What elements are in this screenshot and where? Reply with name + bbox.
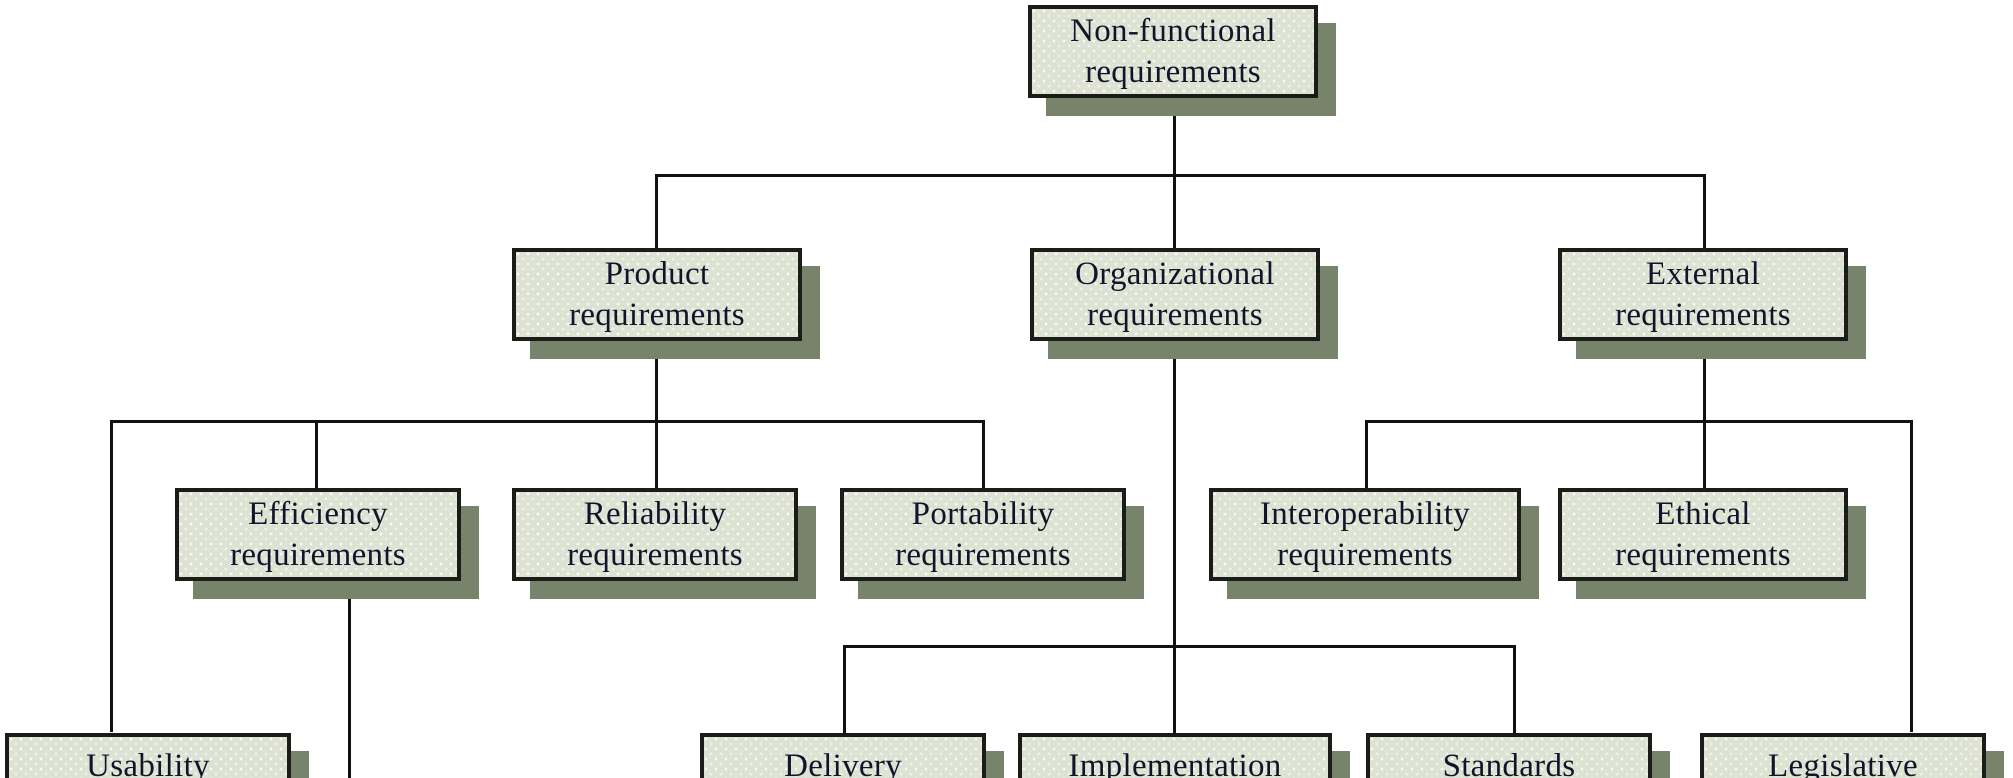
node-face: Ethical requirements [1558, 488, 1848, 581]
node-legislative-requirements[interactable]: Legislative [1700, 733, 2004, 778]
node-face: Usability [5, 733, 291, 778]
node-face: Interoperability requirements [1209, 488, 1521, 581]
node-label-line1: Non-functional [1070, 13, 1276, 50]
node-label-line1: Portability [911, 496, 1055, 533]
node-label-line1: Ethical [1655, 496, 1751, 533]
node-interoperability-requirements[interactable]: Interoperability requirements [1209, 488, 1539, 599]
edge-product-stem [655, 348, 658, 423]
node-label-line1: External [1645, 256, 1761, 293]
node-product-requirements[interactable]: Product requirements [512, 248, 820, 359]
node-label-line1: Usability [86, 748, 210, 778]
node-label-line2: requirements [1277, 536, 1453, 573]
node-external-requirements[interactable]: External requirements [1558, 248, 1866, 359]
node-implementation-requirements[interactable]: Implementation [1018, 733, 1350, 778]
edge-root-stem [1173, 98, 1176, 174]
node-label-line2: requirements [1087, 296, 1263, 333]
node-label-line2: requirements [1615, 296, 1791, 333]
node-organizational-requirements[interactable]: Organizational requirements [1030, 248, 1338, 359]
edge-level3-right-bus [1365, 420, 1913, 423]
edge-level3-left-bus [110, 420, 985, 423]
edge-to-portability [982, 420, 985, 488]
node-label-line2: requirements [895, 536, 1071, 573]
node-label-line2: requirements [569, 296, 745, 333]
edge-to-standards [1513, 645, 1516, 733]
node-label-line2: requirements [567, 536, 743, 573]
node-face: Non-functional requirements [1028, 5, 1318, 98]
node-face: Standards [1366, 733, 1652, 778]
node-face: Portability requirements [840, 488, 1126, 581]
edge-level4-bus [843, 645, 1516, 648]
edge-to-legislative [1910, 420, 1913, 732]
node-label-line1: Legislative [1768, 748, 1918, 778]
node-label-line1: Product [604, 256, 710, 293]
node-non-functional-requirements[interactable]: Non-functional requirements [1028, 5, 1336, 116]
edge-efficiency-stem [348, 588, 351, 778]
edge-to-product [655, 174, 658, 248]
node-label-line1: Implementation [1068, 748, 1282, 778]
node-reliability-requirements[interactable]: Reliability requirements [512, 488, 816, 599]
edge-to-ethical [1703, 420, 1706, 488]
node-label-line1: Interoperability [1259, 496, 1471, 533]
node-face: Organizational requirements [1030, 248, 1320, 341]
node-face: Reliability requirements [512, 488, 798, 581]
node-face: External requirements [1558, 248, 1848, 341]
node-ethical-requirements[interactable]: Ethical requirements [1558, 488, 1866, 599]
edge-to-external [1703, 174, 1706, 248]
node-label-line2: requirements [1615, 536, 1791, 573]
node-label-line1: Organizational [1075, 256, 1275, 293]
node-label-line2: requirements [230, 536, 406, 573]
node-label-line1: Standards [1442, 748, 1576, 778]
edge-organizational-stem [1173, 348, 1176, 648]
edge-to-usability [110, 420, 113, 732]
node-face: Legislative [1700, 733, 1986, 778]
node-label-line2: requirements [1085, 53, 1261, 90]
node-face: Efficiency requirements [175, 488, 461, 581]
edge-level2-bus [655, 174, 1706, 177]
node-label-line1: Reliability [583, 496, 727, 533]
edge-to-organizational [1173, 174, 1176, 248]
node-face: Implementation [1018, 733, 1332, 778]
edge-external-stem [1703, 348, 1706, 423]
node-portability-requirements[interactable]: Portability requirements [840, 488, 1144, 599]
node-standards-requirements[interactable]: Standards [1366, 733, 1670, 778]
edge-to-efficiency [315, 420, 318, 488]
node-face: Delivery [700, 733, 986, 778]
node-label-line1: Delivery [784, 748, 902, 778]
edge-to-implementation [1173, 645, 1176, 733]
edge-to-interoperability [1365, 420, 1368, 488]
node-efficiency-requirements[interactable]: Efficiency requirements [175, 488, 479, 599]
edge-to-reliability [655, 420, 658, 488]
node-label-line1: Efficiency [248, 496, 388, 533]
node-delivery-requirements[interactable]: Delivery [700, 733, 1004, 778]
node-face: Product requirements [512, 248, 802, 341]
node-usability-requirements[interactable]: Usability [5, 733, 309, 778]
edge-to-delivery [843, 645, 846, 733]
